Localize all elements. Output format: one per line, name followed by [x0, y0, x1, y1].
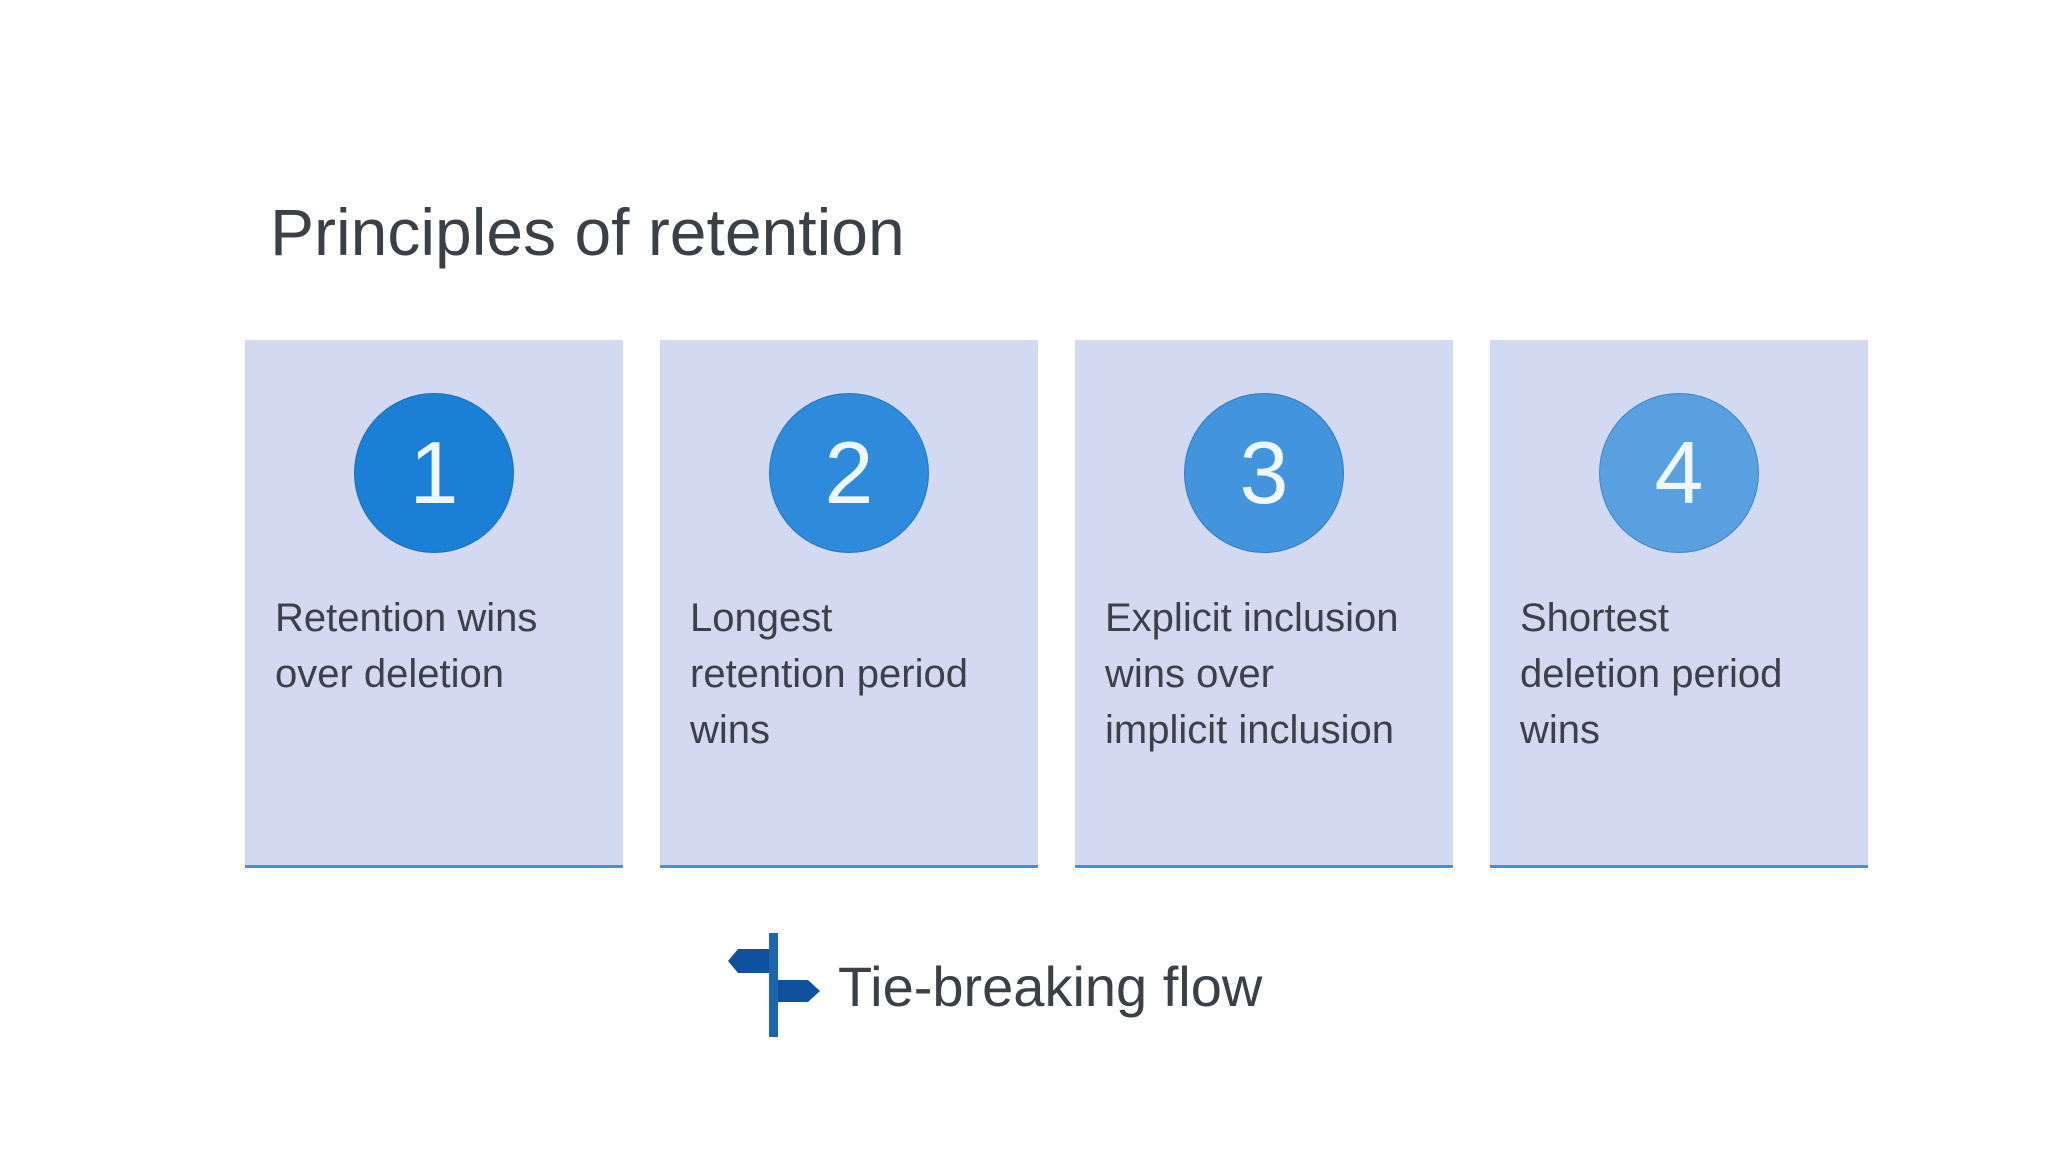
principle-card-1: 1 Retention wins over deletion: [245, 340, 623, 868]
principles-card-row: 1 Retention wins over deletion 2 Longest…: [245, 340, 1868, 868]
signpost-right-arrow: [769, 980, 820, 1002]
step-number-badge: 1: [354, 393, 514, 553]
principle-label: Longest retention period wins: [690, 596, 968, 752]
step-number-badge: 2: [769, 393, 929, 553]
footer-label: Tie-breaking flow: [838, 954, 1263, 1018]
footer-caption: Tie-breaking flow: [728, 933, 1262, 1037]
page-title: Principles of retention: [270, 195, 905, 270]
principle-label: Retention wins over deletion: [275, 596, 538, 696]
step-number-badge: 4: [1599, 393, 1759, 553]
signpost-pole: [769, 933, 778, 1037]
principle-label: Explicit inclusion wins over implicit in…: [1105, 596, 1399, 752]
principle-card-3: 3 Explicit inclusion wins over implicit …: [1075, 340, 1453, 868]
signpost-icon: [728, 933, 820, 1037]
signpost-left-arrow: [728, 949, 776, 973]
principle-card-2: 2 Longest retention period wins: [660, 340, 1038, 868]
principle-card-4: 4 Shortest deletion period wins: [1490, 340, 1868, 868]
step-number-badge: 3: [1184, 393, 1344, 553]
principle-label: Shortest deletion period wins: [1520, 596, 1783, 752]
